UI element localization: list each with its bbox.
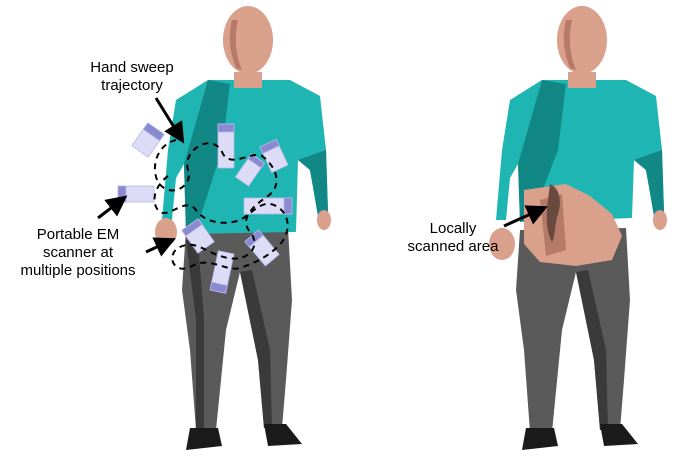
arrow-trajectory — [154, 97, 185, 144]
label-line: scanned area — [407, 238, 499, 255]
scanner-block — [131, 122, 165, 158]
label-portable-em-scanner: Portable EM scanner at multiple position… — [2, 226, 154, 280]
label-line: scanner at — [42, 244, 114, 261]
scanner-block — [209, 250, 235, 294]
arrow-scanned-area — [503, 205, 548, 228]
label-hand-sweep-trajectory: Hand sweep trajectory — [62, 59, 202, 95]
scanner-block — [181, 218, 215, 254]
scanner-block — [243, 197, 293, 215]
label-line: trajectory — [101, 77, 163, 94]
scanned-defect — [546, 184, 560, 242]
label-locally-scanned-area: Locally scanned area — [398, 220, 508, 256]
label-line: multiple positions — [20, 262, 136, 279]
scanner-block — [217, 123, 235, 169]
scanner-block — [234, 153, 266, 187]
human-model-right — [489, 6, 667, 450]
arrow-scanner-lower — [145, 237, 176, 257]
label-line: Portable EM — [36, 226, 120, 243]
scanner-block — [259, 138, 289, 174]
label-line: Hand sweep — [90, 59, 174, 76]
label-line: Locally — [429, 220, 477, 237]
arrow-scanner-upper — [97, 195, 128, 220]
